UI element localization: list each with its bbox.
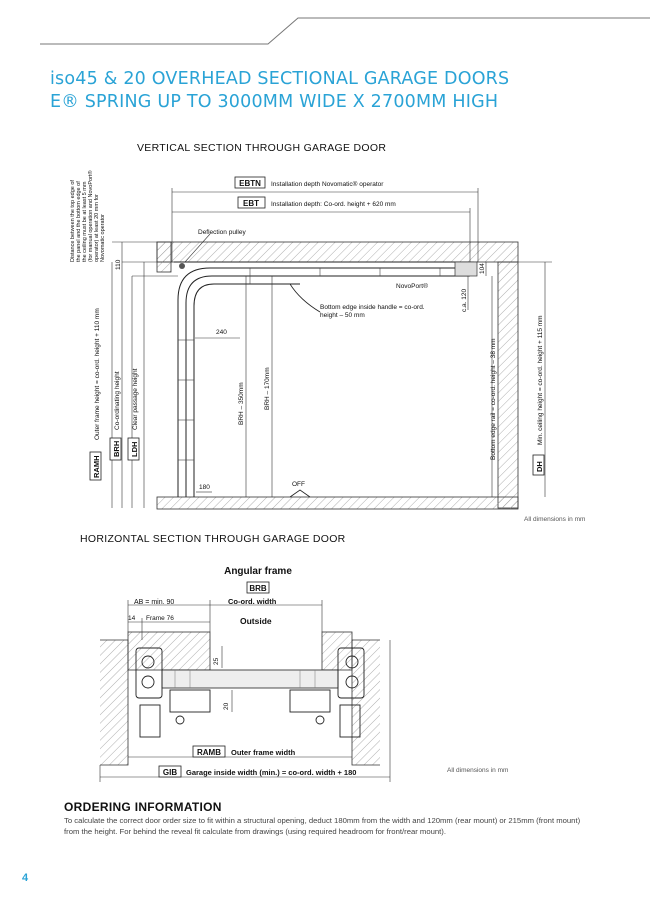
brh-350: BRH – 350mm	[238, 382, 245, 425]
vertical-dim-note: All dimensions in mm	[524, 516, 586, 523]
lintel	[156, 241, 172, 273]
dim-25: 25	[213, 657, 220, 665]
door-panels	[178, 268, 441, 461]
ebtn-text: Installation depth Novomatic® operator	[271, 180, 384, 188]
vertical-section-caption: VERTICAL SECTION THROUGH GARAGE DOOR	[137, 142, 387, 154]
panel-foam	[174, 670, 316, 688]
ebt-text: Installation depth: Co-ord. height + 620…	[271, 201, 396, 208]
vertical-section-labels: EBTN Installation depth Novomatic® opera…	[70, 171, 545, 491]
handle-note-1: Bottom edge inside handle = co-ord.	[320, 304, 425, 311]
rotated-note-1: Distance between the top edge of	[70, 180, 76, 262]
title-line-1: iso45 & 20 OVERHEAD SECTIONAL GARAGE DOO…	[50, 69, 510, 89]
ordering-body: To calculate the correct door order size…	[64, 816, 581, 836]
ramb-tag: RAMB	[197, 748, 221, 757]
horizontal-section-caption: HORIZONTAL SECTION THROUGH GARAGE DOOR	[80, 533, 346, 545]
angular-frame-label: Angular frame	[224, 566, 292, 577]
deflection-pulley-label: Deflection pulley	[198, 229, 246, 236]
ramh-text: Outer frame height = co-ord. height + 11…	[94, 308, 101, 440]
horizontal-section-drawing: Angular frame BRB Co-ord. width AB = min…	[99, 566, 391, 782]
dim-14: 14	[128, 615, 136, 622]
off-label: OFF	[292, 481, 305, 488]
vertical-section-drawing	[111, 188, 552, 510]
ordering-heading: ORDERING INFORMATION	[64, 800, 222, 814]
dh-tag: DH	[535, 461, 544, 472]
dim-180: 180	[199, 484, 210, 491]
ebtn-tag: EBTN	[239, 179, 261, 188]
floor-slab	[156, 496, 519, 510]
dim-104: 104	[479, 263, 486, 274]
brh-tag: BRH	[112, 441, 121, 457]
rotated-note-5: operator) at least 20 mm for	[94, 194, 100, 262]
dim-240: 240	[216, 329, 227, 336]
door-panel-h	[161, 669, 339, 689]
brh-170: BRH – 170mm	[264, 367, 271, 410]
rail-text: Bottom edge rail = co-ord. height – 38 m…	[490, 338, 497, 460]
dim-110: 110	[115, 259, 122, 270]
brb-tag: BRB	[249, 584, 267, 593]
horizontal-dim-note: All dimensions in mm	[447, 767, 509, 774]
ramh-tag: RAMH	[92, 456, 101, 479]
dimension-lines	[111, 188, 552, 508]
ab-label: AB = min. 90	[134, 599, 174, 606]
deflection-pulley	[179, 263, 185, 269]
door-track	[174, 261, 474, 497]
page-title: iso45 & 20 OVERHEAD SECTIONAL GARAGE DOO…	[50, 68, 610, 114]
right-wall-h	[351, 639, 380, 766]
right-jamb	[321, 631, 353, 671]
rotated-note-4: (for manual operation and NovoPort®	[87, 171, 94, 263]
off-marker	[289, 489, 311, 498]
dim-20: 20	[223, 702, 230, 710]
left-wall-h	[100, 639, 129, 766]
dim-ca120: c.a. 120	[461, 288, 468, 312]
rotated-note-6: Novomatic operator	[100, 214, 106, 262]
dh-text: Min. ceiling height = co-ord. height + 1…	[537, 315, 544, 445]
rotated-note-2: the panel and the bottom edge of	[76, 181, 82, 262]
ldh-tag: LDH	[130, 442, 139, 457]
left-jamb	[127, 631, 211, 671]
handle-note-2: height – 50 mm	[320, 312, 365, 319]
operator-head	[454, 261, 478, 277]
coord-width-label: Co-ord. width	[228, 597, 277, 606]
ramb-text: Outer frame width	[231, 748, 296, 757]
ebt-tag: EBT	[243, 199, 259, 208]
handle-curve	[289, 283, 321, 313]
outside-label: Outside	[240, 616, 272, 626]
gib-tag: GIB	[163, 768, 177, 777]
frame-components	[135, 647, 365, 738]
brh-text: Co-ordinating height	[114, 371, 121, 430]
frame-76-label: Frame 76	[146, 615, 174, 622]
gib-text: Garage inside width (min.) = co-ord. wid…	[186, 768, 356, 777]
title-line-2: E® SPRING UP TO 3000MM WIDE X 2700MM HIG…	[50, 92, 499, 112]
rotated-note-3: the ceiling must be at least 5 mm	[82, 181, 88, 262]
page-number: 4	[22, 872, 29, 884]
h-dimension-lines	[99, 600, 391, 782]
ldh-text: Clear passage height	[132, 368, 139, 430]
novoport-label: NovoPort®	[396, 282, 428, 290]
header-rule	[40, 17, 650, 45]
